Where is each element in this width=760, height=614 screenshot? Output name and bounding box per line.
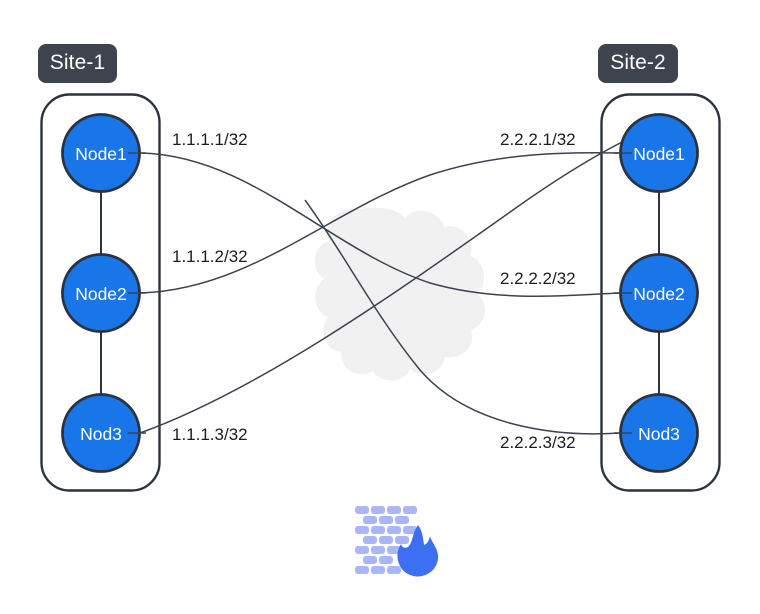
firewall-brick-wall xyxy=(355,506,417,574)
network-cloud xyxy=(314,207,486,381)
site-1-container xyxy=(40,93,161,492)
firewall-flame xyxy=(397,525,439,577)
node-site1-node1[interactable] xyxy=(61,113,141,193)
ip-label-site2-node1: 2.2.2.1/32 xyxy=(500,130,576,149)
link-site1node3-site2node1 xyxy=(139,132,641,434)
link-site1node1-site2node2 xyxy=(139,152,621,297)
node-site2-node3[interactable] xyxy=(619,393,699,473)
site-1-badge: Site-1 xyxy=(38,44,117,83)
node-site1-node3[interactable] xyxy=(61,393,141,473)
node-site2-node2[interactable] xyxy=(619,253,699,333)
firewall-icon xyxy=(355,506,439,577)
cloud-shape xyxy=(314,207,486,381)
ip-label-site1-node3: 1.1.1.3/32 xyxy=(172,425,248,444)
node-site1-node2[interactable] xyxy=(61,253,141,333)
ip-label-site1-node1: 1.1.1.1/32 xyxy=(172,130,248,149)
ip-label-site1-node2: 1.1.1.2/32 xyxy=(172,247,248,266)
ip-label-site2-node3: 2.2.2.3/32 xyxy=(500,433,576,452)
site-2-badge: Site-2 xyxy=(598,44,678,83)
link-site1node2-site2node1 xyxy=(139,151,621,294)
ip-label-site2-node2: 2.2.2.2/32 xyxy=(500,269,576,288)
node-site2-node1[interactable] xyxy=(619,113,699,193)
link-site1node1-site2node3 xyxy=(304,199,621,435)
site-2-container xyxy=(600,93,721,492)
